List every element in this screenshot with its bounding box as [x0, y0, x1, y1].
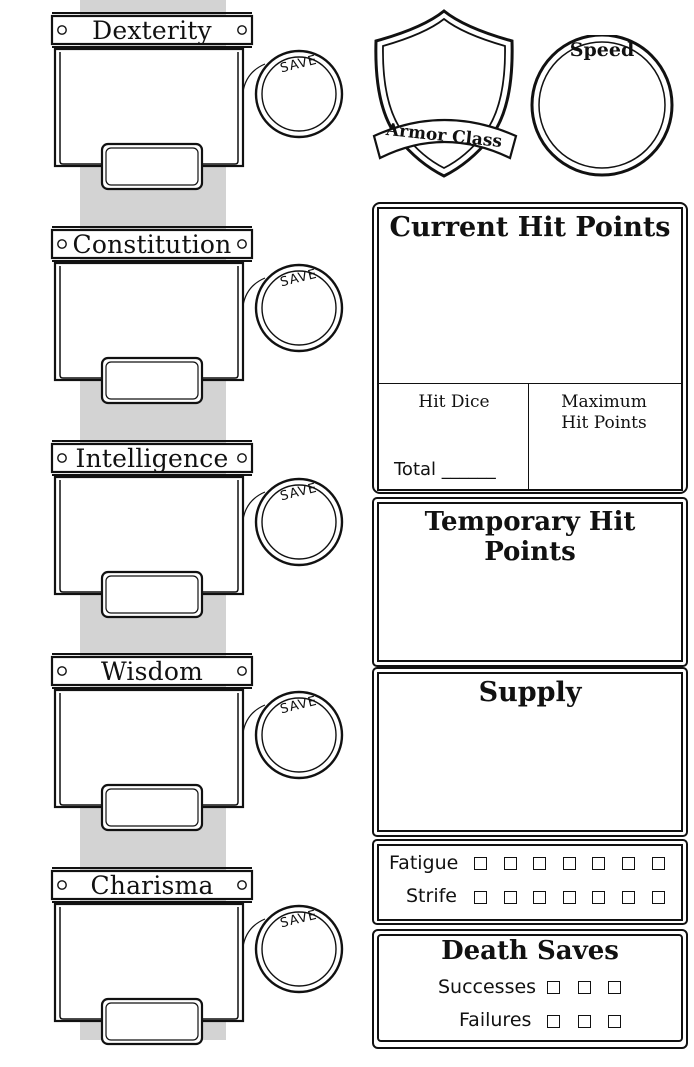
fatigue-checkbox[interactable] — [503, 857, 517, 870]
conditions-panel — [372, 839, 688, 925]
speed-circle — [530, 33, 674, 177]
death-save-failure-checkbox[interactable] — [608, 1015, 621, 1028]
ability-frame — [50, 440, 344, 619]
strife-checkbox[interactable] — [651, 891, 665, 904]
shield-icon — [372, 9, 518, 178]
ability-name-constitution: Constitution — [72, 230, 232, 259]
ability-modifier-field-charisma[interactable] — [106, 1003, 198, 1040]
hit-dice-divider — [528, 383, 529, 491]
supply-inner — [377, 672, 683, 832]
hit-points-inner — [377, 207, 683, 491]
ability-score-field-constitution[interactable] — [60, 266, 238, 356]
strife-checkbox[interactable] — [474, 891, 487, 904]
strife-label: Strife — [406, 885, 457, 907]
hit-points-panel — [372, 202, 688, 494]
ability-modifier-field-wisdom[interactable] — [106, 789, 198, 826]
maximum-hit-points-label-1: Maximum — [561, 392, 647, 412]
maximum-hit-points-field[interactable] — [532, 438, 678, 488]
supply-panel — [372, 667, 688, 837]
ability-score-field-charisma[interactable] — [60, 907, 238, 997]
fatigue-checkbox[interactable] — [533, 857, 547, 870]
ability-frame — [50, 12, 344, 191]
ability-name-wisdom: Wisdom — [100, 657, 204, 686]
temporary-hit-points-panel — [372, 497, 688, 667]
failures-label: Failures — [459, 1009, 532, 1031]
fatigue-checkbox[interactable] — [474, 857, 487, 870]
speed-block[interactable]: Speed — [527, 33, 689, 177]
ability-name-intelligence: Intelligence — [75, 444, 229, 473]
death-save-failure-checkbox[interactable] — [577, 1015, 591, 1028]
fatigue-checkbox[interactable] — [592, 857, 606, 870]
maximum-hit-points-label-2: Hit Points — [561, 413, 647, 433]
ability-score-field-dexterity[interactable] — [60, 52, 238, 142]
strife-checkbox[interactable] — [503, 891, 517, 904]
ability-score-field-wisdom[interactable] — [60, 693, 238, 783]
fatigue-checkbox[interactable] — [562, 857, 576, 870]
temporary-hit-points-inner — [377, 502, 683, 662]
ability-frame — [50, 226, 344, 405]
ability-score-field-intelligence[interactable] — [60, 480, 238, 570]
strife-checkbox[interactable] — [533, 891, 547, 904]
ability-name-dexterity: Dexterity — [92, 16, 212, 45]
death-save-success-checkbox[interactable] — [608, 981, 621, 994]
ability-name-charisma: Charisma — [90, 871, 214, 900]
armor-class-block[interactable]: Armor Class — [368, 8, 520, 180]
supply-label: Supply — [478, 677, 582, 708]
ability-modifier-field-intelligence[interactable] — [106, 576, 198, 613]
strife-checkbox[interactable] — [592, 891, 606, 904]
speed-label: Speed — [569, 39, 635, 61]
death-saves-inner — [377, 934, 683, 1042]
death-save-success-checkbox[interactable] — [577, 981, 591, 994]
current-hit-points-label: Current Hit Points — [389, 212, 671, 243]
death-saves-label: Death Saves — [441, 936, 619, 966]
death-save-failure-checkbox[interactable] — [547, 1015, 560, 1028]
hit-dice-label: Hit Dice — [418, 392, 490, 412]
successes-label: Successes — [438, 976, 537, 998]
hit-dice-total-label: Total ______ — [394, 459, 496, 480]
strife-checkbox[interactable] — [562, 891, 576, 904]
fatigue-checkbox[interactable] — [651, 857, 665, 870]
ability-modifier-field-dexterity[interactable] — [106, 148, 198, 185]
temporary-hit-points-label: Temporary Hit Points — [424, 507, 636, 567]
death-saves-panel — [372, 929, 688, 1049]
ability-modifier-field-constitution[interactable] — [106, 362, 198, 399]
strife-checkbox[interactable] — [622, 891, 635, 904]
ability-frame — [50, 867, 344, 1046]
hit-dice-field[interactable] — [380, 415, 526, 455]
supply-field[interactable] — [380, 715, 680, 827]
conditions-inner — [377, 844, 683, 921]
current-hit-points-field[interactable] — [380, 250, 680, 380]
hit-points-divider — [377, 383, 683, 384]
death-save-success-checkbox[interactable] — [547, 981, 560, 994]
fatigue-label: Fatigue — [389, 852, 459, 874]
temporary-hit-points-field[interactable] — [380, 545, 680, 657]
ability-frame — [50, 653, 344, 832]
fatigue-checkbox[interactable] — [622, 857, 635, 870]
